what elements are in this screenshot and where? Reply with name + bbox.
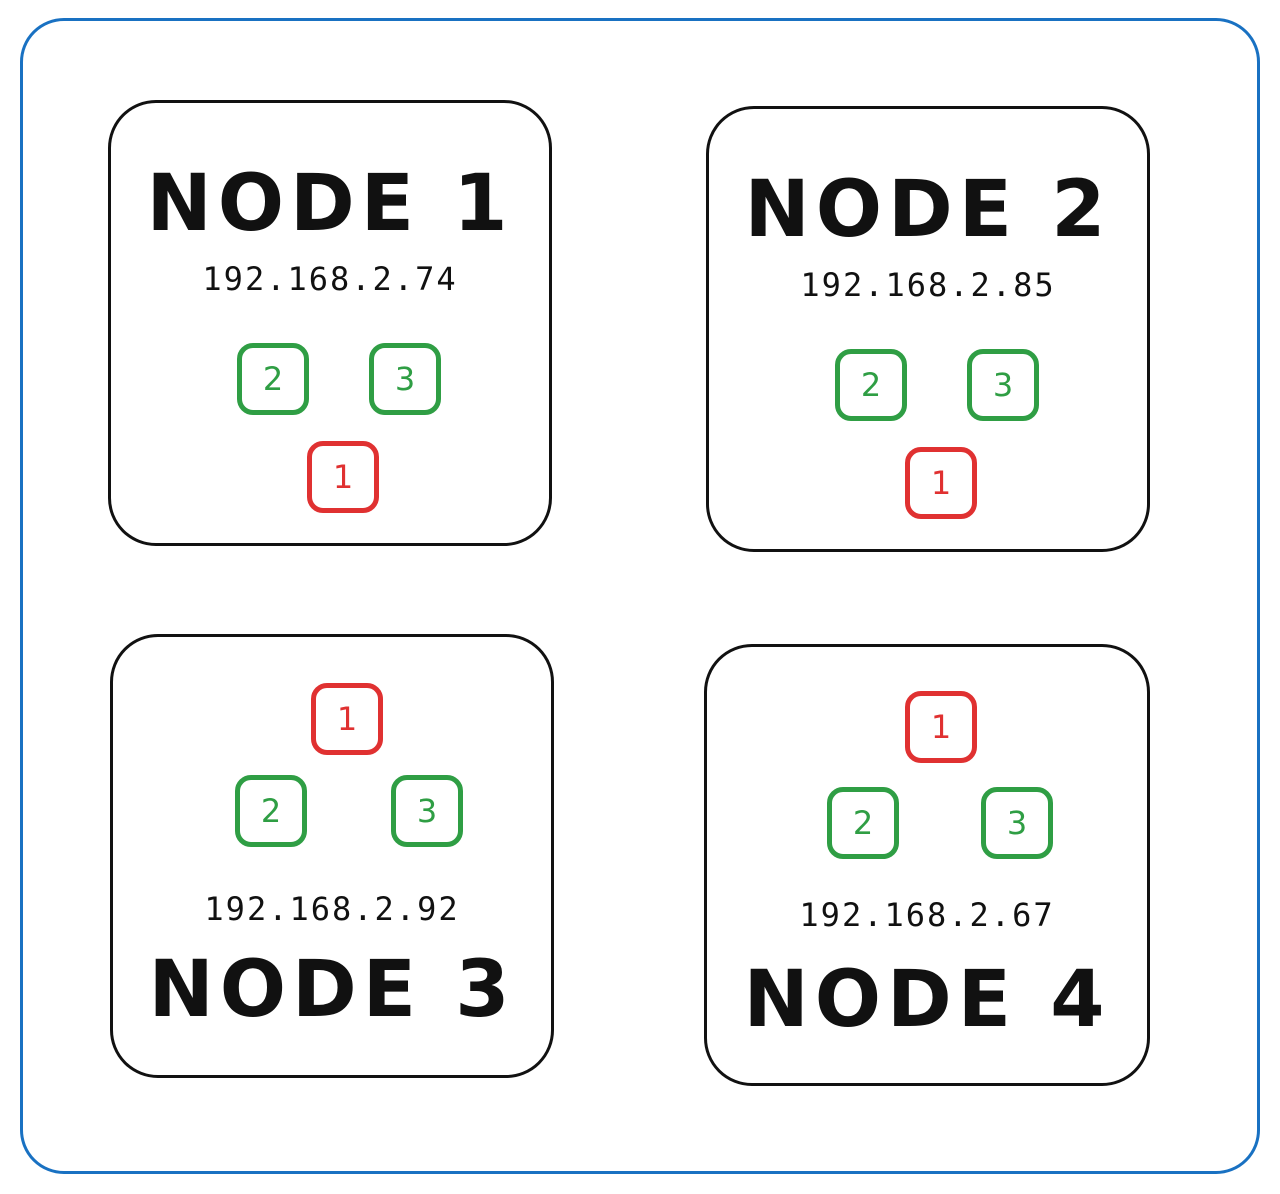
node-1-box: NODE 1 192.168.2.74 2 3 1: [108, 100, 552, 546]
node-2-shard-1: 1: [905, 447, 977, 519]
node-3-shard-2: 2: [235, 775, 307, 847]
node-2-ip: 192.168.2.85: [800, 266, 1056, 304]
node-3-box: 1 2 3 192.168.2.92 NODE 3: [110, 634, 554, 1078]
node-1-title: NODE 1: [146, 159, 514, 249]
node-1-shard-1: 1: [307, 441, 379, 513]
node-2-shard-3: 3: [967, 349, 1039, 421]
node-4-ip: 192.168.2.67: [799, 896, 1055, 934]
node-4-shard-2: 2: [827, 787, 899, 859]
node-4-shard-3: 3: [981, 787, 1053, 859]
node-2-box: NODE 2 192.168.2.85 2 3 1: [706, 106, 1150, 552]
node-4-box: 1 2 3 192.168.2.67 NODE 4: [704, 644, 1150, 1086]
node-1-ip: 192.168.2.74: [202, 260, 458, 298]
node-1-shard-2: 2: [237, 343, 309, 415]
node-4-title: NODE 4: [743, 955, 1111, 1045]
node-3-title: NODE 3: [148, 945, 516, 1035]
node-1-shard-3: 3: [369, 343, 441, 415]
node-3-shard-1: 1: [311, 683, 383, 755]
node-2-shard-2: 2: [835, 349, 907, 421]
node-3-ip: 192.168.2.92: [204, 890, 460, 928]
node-4-shard-1: 1: [905, 691, 977, 763]
node-3-shard-3: 3: [391, 775, 463, 847]
cluster-boundary: [20, 18, 1260, 1174]
node-2-title: NODE 2: [744, 165, 1112, 255]
